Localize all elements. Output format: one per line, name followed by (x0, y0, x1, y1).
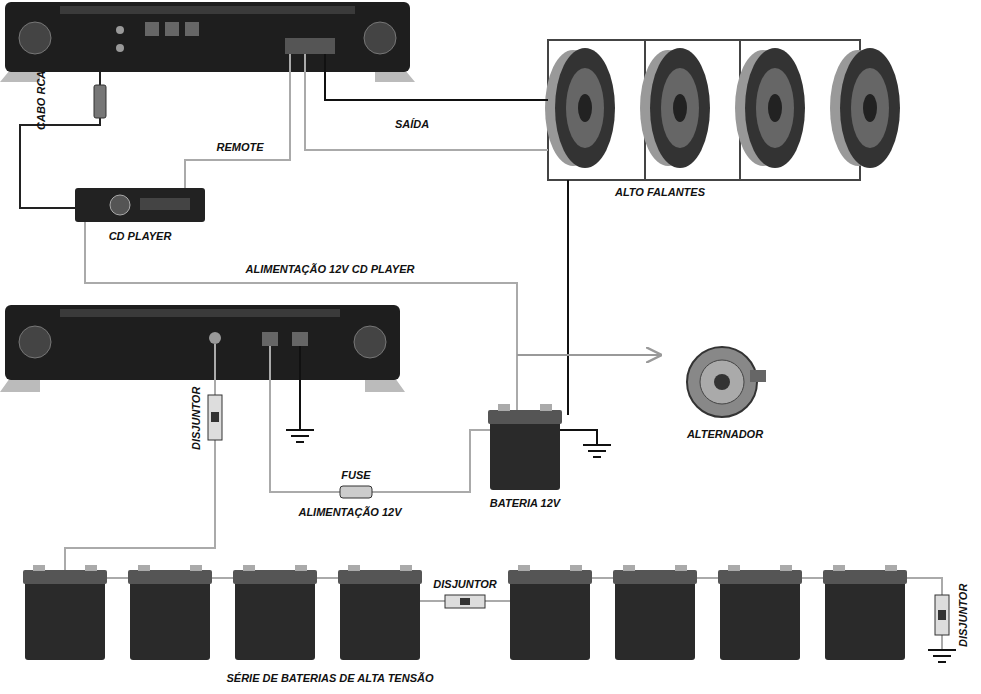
part-label: ALIMENTAÇÃO 12V (298, 506, 401, 519)
battery-series (23, 565, 907, 660)
ground-symbol (286, 430, 956, 662)
part-label: ALTO FALANTES (615, 186, 705, 199)
part-label: BATERIA 12V (490, 497, 560, 510)
part-label: ALTERNADOR (687, 428, 763, 441)
speaker-group (545, 40, 900, 180)
cd-player (75, 188, 205, 222)
fuse (340, 486, 372, 498)
amplifier (0, 2, 415, 82)
part-label: CD PLAYER (109, 230, 172, 243)
part-label: SAÍDA (395, 118, 429, 131)
battery (488, 404, 562, 490)
part-label: DISJUNTOR (433, 578, 496, 591)
part-label: CABO RCA (36, 70, 49, 129)
rca-plug (94, 85, 106, 118)
part-label: SÉRIE DE BATERIAS DE ALTA TENSÃO (227, 672, 434, 685)
part-label: REMOTE (216, 141, 263, 154)
amplifier (0, 305, 405, 392)
part-label: ALIMENTAÇÃO 12V CD PLAYER (246, 263, 415, 276)
alternator (687, 347, 766, 417)
part-label: DISJUNTOR (958, 583, 971, 646)
part-label: DISJUNTOR (191, 386, 204, 449)
part-label: FUSE (341, 469, 370, 482)
